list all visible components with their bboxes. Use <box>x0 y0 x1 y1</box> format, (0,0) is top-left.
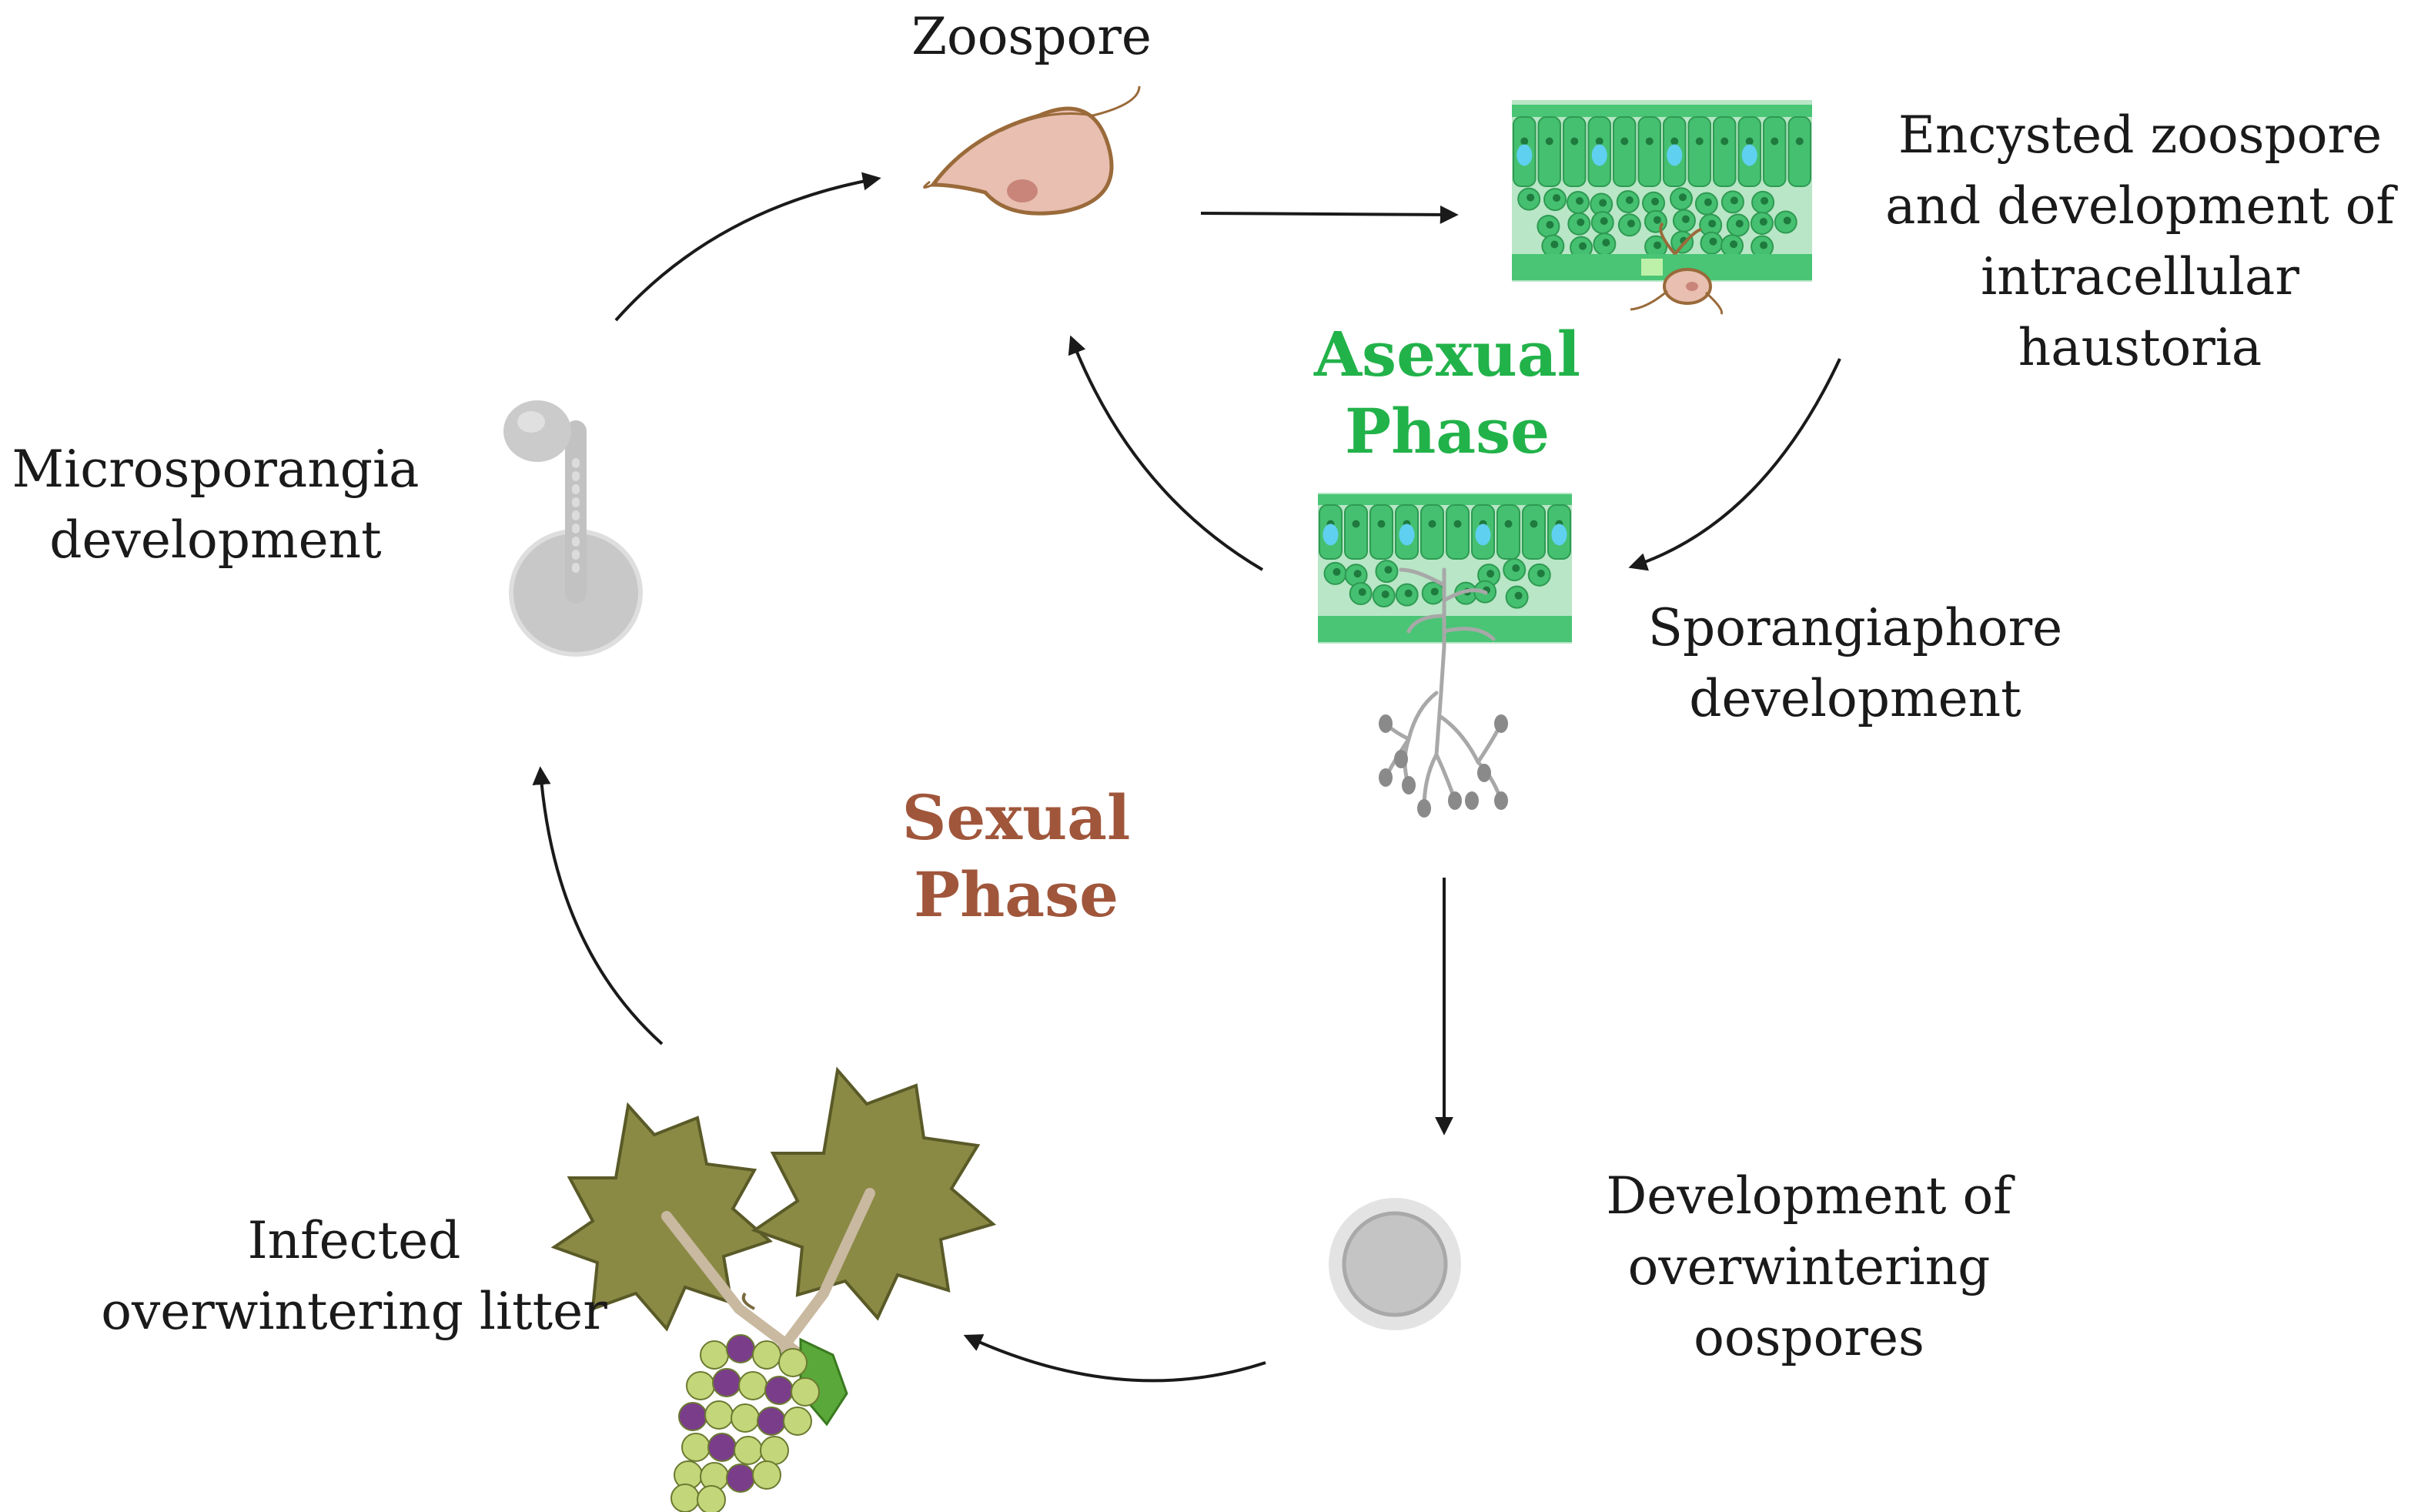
zoospore-icon <box>923 85 1141 216</box>
arrow-oospores-to-litter <box>963 1334 1266 1383</box>
arrow-sporangiaphore-to-zoospore <box>1068 335 1264 571</box>
label-oospores: Development of overwintering oospores <box>1606 1166 2012 1367</box>
sporangiaphore-icon <box>1318 493 1572 818</box>
cycle-arrows <box>532 172 1841 1383</box>
arrow-zoospore-to-encysted <box>1200 205 1459 224</box>
label-litter: Infected overwintering litter <box>101 1211 607 1341</box>
oospore-icon <box>1329 1198 1461 1330</box>
arrow-encysted-to-sporangiaphore <box>1628 358 1841 571</box>
asexual-phase-title: Asexual Phase <box>1313 318 1581 467</box>
microsporangium-icon <box>503 400 643 657</box>
label-sporangiaphore: Sporangiaphore development <box>1647 598 2063 728</box>
label-encysted-zoospore: Encysted zoospore and development of int… <box>1885 105 2395 377</box>
encysted-tissue-icon <box>1512 100 1812 315</box>
grape-leaves-icon <box>550 1066 997 1512</box>
sexual-phase-title: Sexual Phase <box>901 781 1131 931</box>
arrow-litter-to-microsporangia <box>532 766 664 1045</box>
arrow-microsporangia-to-zoospore <box>614 172 881 322</box>
label-microsporangia: Microsporangia development <box>12 440 420 570</box>
label-zoospore: Zoospore <box>911 7 1152 66</box>
